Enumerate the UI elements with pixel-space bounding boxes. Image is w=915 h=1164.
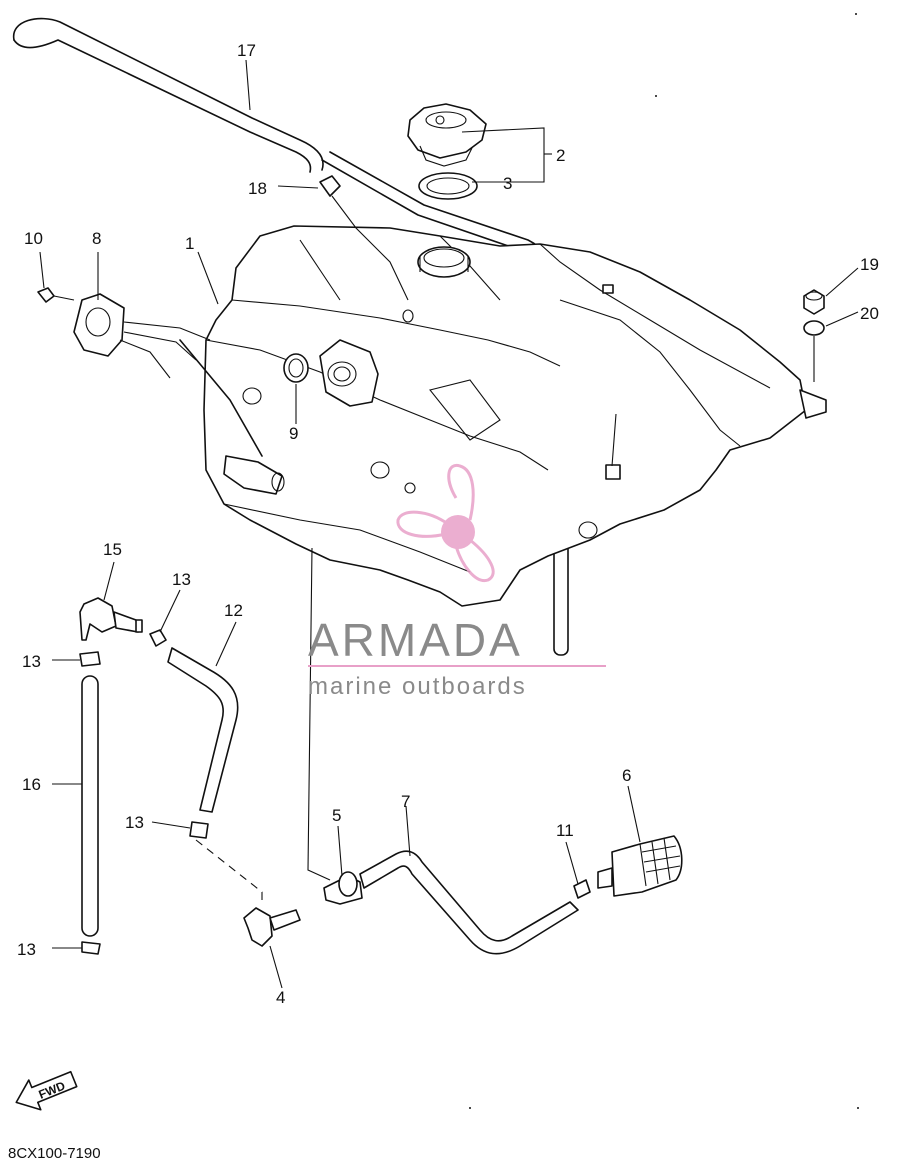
joint-5	[323, 871, 363, 905]
sender-8	[73, 293, 285, 495]
callout-13-mid: 13	[125, 813, 144, 832]
joint-4	[243, 907, 301, 947]
callout-3: 3	[503, 174, 512, 193]
clip-17	[319, 175, 409, 301]
washer-19	[803, 320, 825, 382]
hose-15	[81, 675, 99, 937]
callout-12: 12	[224, 601, 243, 620]
watermark-tagline: marine outboards	[308, 673, 527, 700]
nut-18	[803, 289, 825, 315]
fwd-label: FWD	[37, 1078, 68, 1101]
callout-18: 19	[860, 255, 879, 274]
callout-2: 2	[556, 146, 565, 165]
callout-11: 11	[556, 821, 574, 840]
callout-14: 15	[103, 540, 122, 559]
clamp-13-left	[79, 651, 101, 667]
clamp-13-mid	[189, 821, 209, 839]
callout-6: 6	[622, 766, 631, 785]
watermark-brand: ARMADA	[308, 614, 523, 666]
gasket-3	[418, 172, 478, 200]
callout-1: 1	[185, 234, 194, 253]
callout-19: 20	[860, 304, 879, 323]
watermark: ARMADA marine outboards	[308, 463, 606, 700]
clamp-13-top	[149, 629, 167, 647]
fuel-filter-6	[597, 835, 683, 897]
fuel-tank-1	[203, 225, 827, 607]
clamp-13-bottom	[81, 941, 101, 955]
callout-4: 4	[276, 988, 285, 1007]
callout-8: 8	[92, 229, 101, 248]
clip-11	[573, 879, 591, 899]
hose-7	[359, 850, 579, 955]
callout-9: 9	[289, 424, 298, 443]
o-ring-9	[283, 353, 309, 383]
hose-12	[167, 647, 239, 813]
callout-10: 10	[24, 229, 43, 248]
callout-labels: 17 2 3 18 10 8 1 19 20 9 15 13 12 13 16 …	[17, 41, 879, 1007]
callout-13-left: 13	[22, 652, 41, 671]
fuel-cock-14	[79, 597, 143, 641]
callout-13-top: 13	[172, 570, 191, 589]
fwd-arrow-icon: FWD	[15, 1070, 78, 1111]
callout-17: 18	[248, 179, 267, 198]
screw-10	[37, 287, 75, 303]
callout-7: 7	[401, 792, 410, 811]
fuel-cap-2	[407, 103, 487, 167]
callout-13-bottom: 13	[17, 940, 36, 959]
callout-5: 5	[332, 806, 341, 825]
drawing-code: 8CX100-7190	[8, 1145, 101, 1159]
callout-leaders	[39, 59, 859, 989]
propeller-logo-icon	[396, 463, 495, 582]
callout-15: 16	[22, 775, 41, 794]
callout-16: 17	[237, 41, 256, 60]
